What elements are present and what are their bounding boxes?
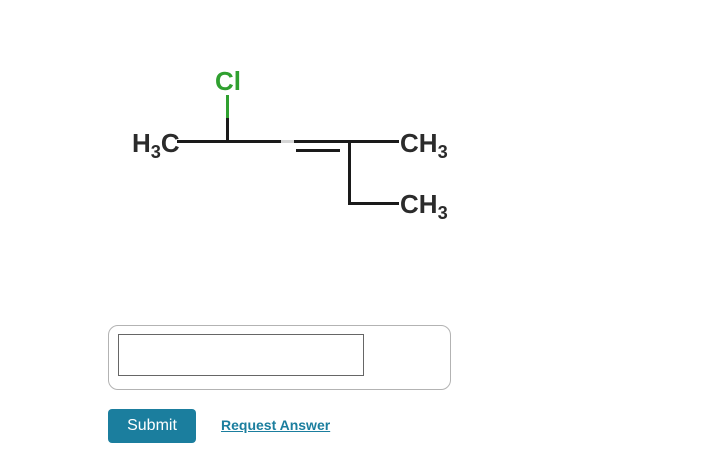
request-answer-link[interactable]: Request Answer (221, 417, 331, 433)
atom-subscript: 3 (437, 142, 448, 163)
bond-double-second-line (296, 149, 340, 152)
answer-input[interactable] (118, 334, 364, 376)
bond-bottom-branch (348, 202, 399, 205)
bond-vertical-right (348, 140, 351, 205)
answer-box (108, 325, 451, 390)
atom-label-ch3-bottom: CH3 (400, 189, 448, 222)
atom-label-ch3-top: CH3 (400, 128, 448, 161)
atom-label-h3c: H3C (132, 128, 180, 161)
bond-chlorine-green-segment (226, 95, 229, 118)
atom-subscript: 3 (150, 142, 161, 163)
atom-text: H (132, 128, 151, 158)
atom-subscript: 3 (437, 203, 448, 224)
atom-text: CH (400, 189, 438, 219)
atom-label-cl: Cl (215, 66, 241, 96)
atom-text: C (160, 128, 180, 158)
submit-button[interactable]: Submit (108, 409, 196, 443)
bond-chlorine-black-segment (226, 118, 229, 142)
bond-main-chain-light-segment (281, 140, 294, 143)
atom-text: CH (400, 128, 438, 158)
